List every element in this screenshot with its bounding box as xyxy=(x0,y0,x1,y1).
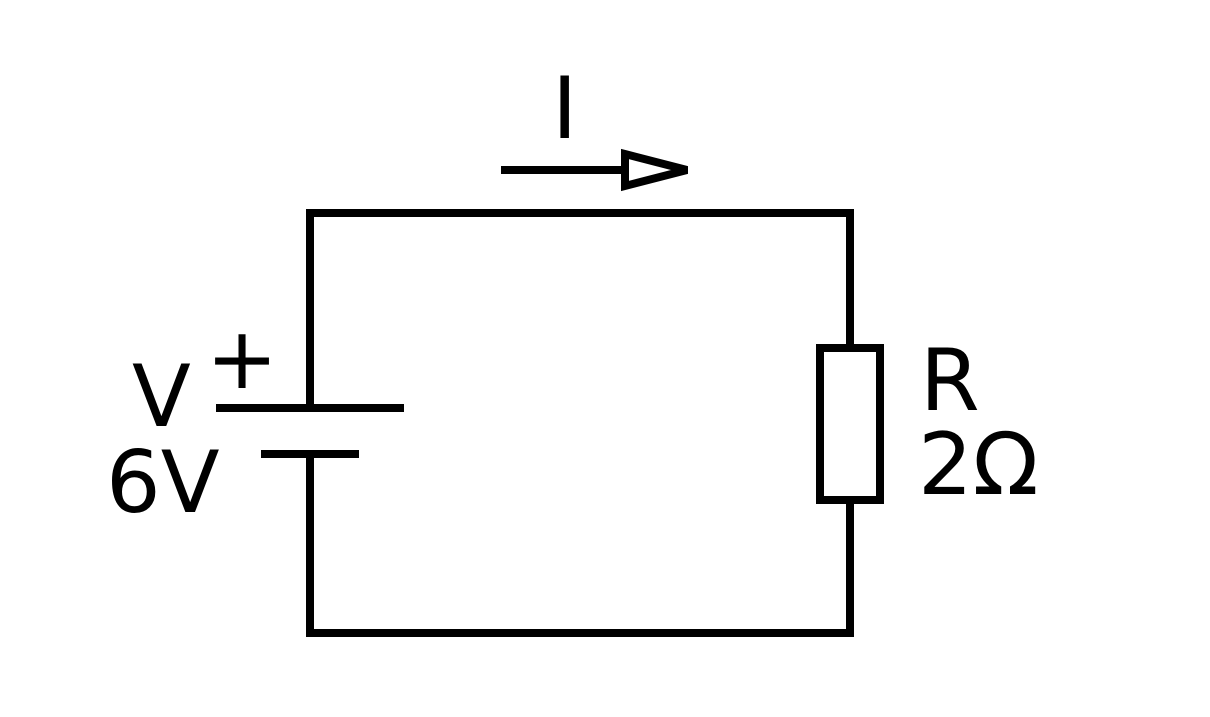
current-label: I xyxy=(552,59,578,159)
current-arrow-icon xyxy=(501,148,688,192)
polarity-plus-label: + xyxy=(206,309,279,409)
resistor-body xyxy=(816,344,884,504)
source-symbol-label: V xyxy=(132,347,191,447)
source-value-label: 6V xyxy=(106,433,220,533)
resistor-symbol-label: R xyxy=(920,331,980,431)
resistor-value-label: 2Ω xyxy=(918,415,1039,515)
